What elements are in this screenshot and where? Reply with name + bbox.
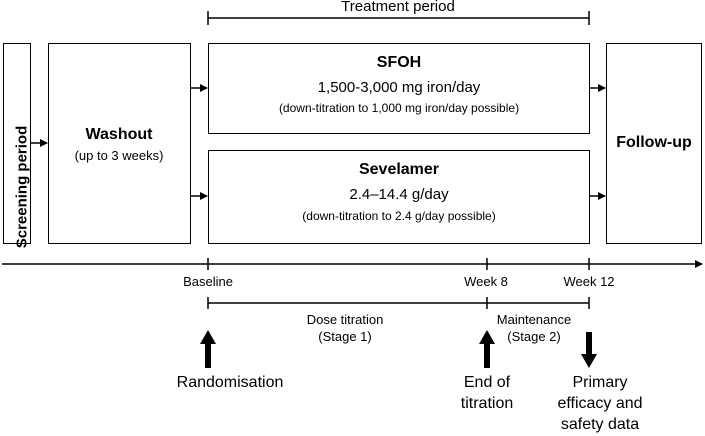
- randomisation-label: Randomisation: [176, 374, 284, 391]
- sfoh-dose: 1,500-3,000 mg iron/day: [317, 79, 481, 96]
- sevelamer-box: Sevelamer 2.4–14.4 g/day (down-titration…: [208, 150, 590, 244]
- stage1-label: (Stage 1): [318, 329, 372, 344]
- randomisation-up-arrow: [200, 330, 216, 368]
- sfoh-box: SFOH 1,500-3,000 mg iron/day (down-titra…: [208, 43, 590, 134]
- primary-data-down-arrow: [581, 332, 597, 368]
- washout-subtitle: (up to 3 weeks): [74, 148, 164, 163]
- washout-title: Washout: [85, 126, 153, 143]
- treatment-period-label: Treatment period: [341, 0, 455, 15]
- end-of-titration-up-arrow: [479, 330, 495, 368]
- sfoh-note: (down-titration to 1,000 mg iron/day pos…: [278, 101, 520, 115]
- washout-box: Washout (up to 3 weeks): [48, 43, 191, 244]
- sevelamer-title: Sevelamer: [358, 161, 440, 178]
- follow-up-box: Follow-up: [606, 43, 702, 244]
- stage2-label: (Stage 2): [507, 329, 561, 344]
- week12-label: Week 12: [563, 274, 615, 289]
- primary-data-label-2: efficacy and: [557, 395, 643, 412]
- dose-titration-label: Dose titration: [306, 312, 384, 327]
- sevelamer-dose: 2.4–14.4 g/day: [349, 186, 449, 203]
- sevelamer-note: (down-titration to 2.4 g/day possible): [302, 209, 496, 223]
- phase-bracket: [207, 297, 590, 309]
- end-of-titration-label-1: End of: [463, 374, 511, 391]
- primary-data-label-3: safety data: [560, 416, 640, 433]
- maintenance-label: Maintenance: [496, 312, 572, 327]
- screening-period-box: Screening period: [3, 43, 31, 248]
- primary-data-label-1: Primary: [572, 374, 628, 391]
- baseline-label: Baseline: [183, 274, 233, 289]
- follow-up-label: Follow-up: [616, 134, 692, 151]
- screening-period-label: Screening period: [13, 125, 31, 249]
- sfoh-title: SFOH: [376, 54, 422, 71]
- treatment-period-bracket: [207, 11, 590, 25]
- end-of-titration-label-2: titration: [460, 395, 514, 412]
- week8-label: Week 8: [464, 274, 508, 289]
